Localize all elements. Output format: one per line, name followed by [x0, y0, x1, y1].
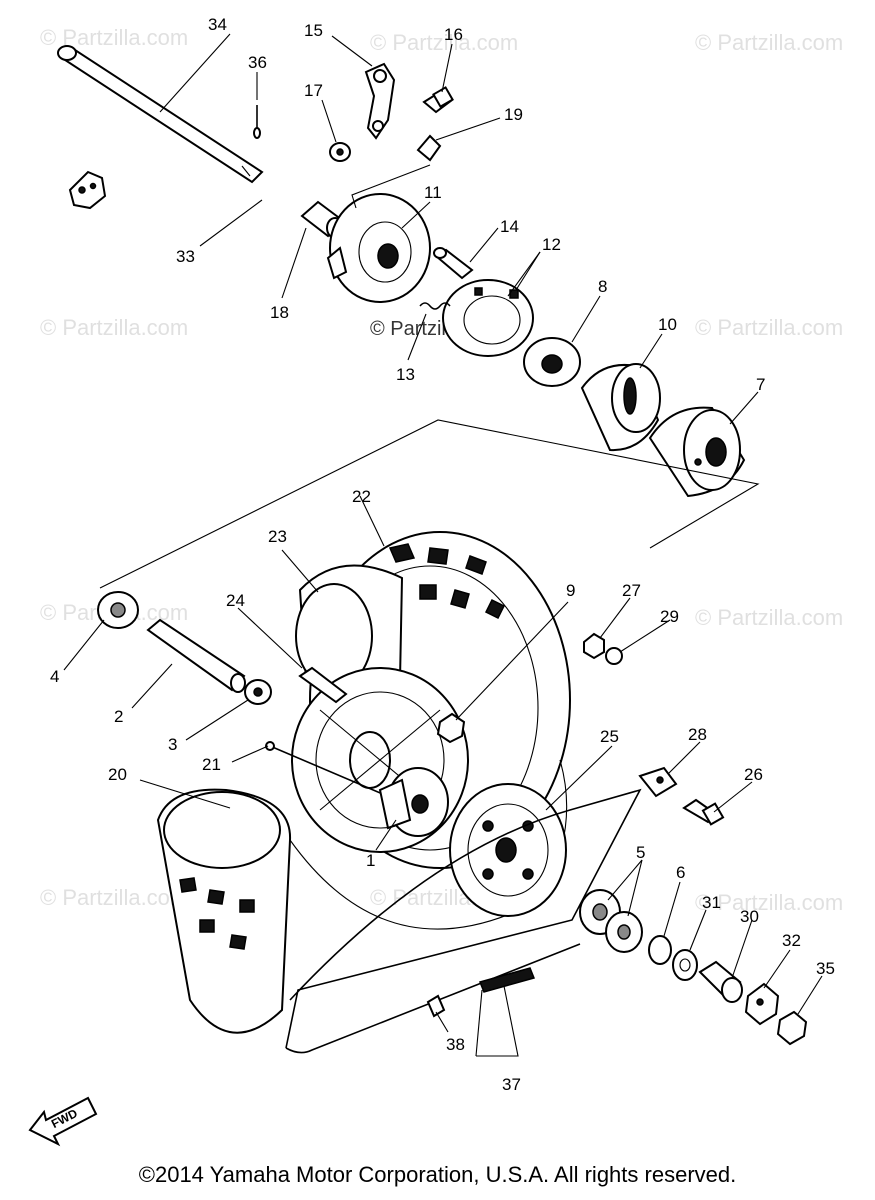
- part-7-hub: [648, 406, 746, 498]
- label-31: 31: [702, 893, 721, 912]
- part-16-bolt: [422, 86, 454, 114]
- copyright-notice: ©2014 Yamaha Motor Corporation, U.S.A. A…: [138, 1162, 737, 1187]
- part-8-seal: [523, 337, 581, 387]
- watermark-12: © Partzilla.com: [695, 890, 843, 915]
- part-25-sprocket: [449, 783, 567, 917]
- label-20: 20: [108, 765, 127, 784]
- label-38: 38: [446, 1035, 465, 1054]
- label-15: 15: [304, 21, 323, 40]
- label-23: 23: [268, 527, 287, 546]
- watermark-9: © Partzilla.com: [695, 605, 843, 630]
- label-34: 34: [208, 15, 227, 34]
- part-labels: 34 36 15 16 17 19 11 33 18 14 12 13 8 10…: [50, 15, 835, 1094]
- label-8: 8: [598, 277, 607, 296]
- label-33: 33: [176, 247, 195, 266]
- label-10: 10: [658, 315, 677, 334]
- label-9: 9: [566, 581, 575, 600]
- part-21-bolt: [265, 741, 393, 799]
- part-6-washer: [648, 935, 672, 965]
- part-19-indicator: [416, 134, 442, 162]
- part-31-seal: [672, 949, 698, 981]
- label-17: 17: [304, 81, 323, 100]
- part-29-washer: [605, 647, 623, 665]
- label-35: 35: [816, 959, 835, 978]
- part-34-axle: [57, 45, 264, 184]
- part-5-bearings: [579, 889, 643, 953]
- part-2-spacer: [146, 618, 246, 693]
- label-3: 3: [168, 735, 177, 754]
- part-38-master-link: [426, 994, 446, 1018]
- watermark-10: © Partzilla.com: [40, 885, 188, 910]
- label-19: 19: [504, 105, 523, 124]
- fwd-arrow-icon: FWD: [28, 1096, 98, 1147]
- label-14: 14: [500, 217, 519, 236]
- part-12-brake-shoes: [442, 279, 534, 357]
- part-10-drum: [580, 363, 661, 452]
- label-37: 37: [502, 1075, 521, 1094]
- label-4: 4: [50, 667, 59, 686]
- part-11-brake-plate: [326, 193, 431, 303]
- part-4-seal: [97, 591, 139, 629]
- label-5: 5: [636, 843, 645, 862]
- part-36-cotter-pin: [253, 105, 261, 139]
- part-28-adjuster: [638, 766, 678, 798]
- part-20-rear-tire: [156, 788, 292, 1034]
- part-24-brake-stay: [298, 666, 348, 704]
- label-13: 13: [396, 365, 415, 384]
- part-32-nut: [744, 982, 780, 1026]
- label-32: 32: [782, 931, 801, 950]
- label-16: 16: [444, 25, 463, 44]
- part-15-cam-lever: [364, 62, 396, 140]
- label-30: 30: [740, 907, 759, 926]
- part-26-bolt: [682, 798, 725, 826]
- label-1: 1: [366, 851, 375, 870]
- part-23-drum-cover: [295, 564, 404, 695]
- part-33-nut: [68, 170, 107, 210]
- label-18: 18: [270, 303, 289, 322]
- part-13-spring: [419, 302, 451, 310]
- label-36: 36: [248, 53, 267, 72]
- leader-lines: [63, 33, 823, 1057]
- label-29: 29: [660, 607, 679, 626]
- part-37-chain: [285, 788, 642, 1054]
- label-26: 26: [744, 765, 763, 784]
- label-12: 12: [542, 235, 561, 254]
- part-17-nut: [329, 142, 351, 162]
- label-21: 21: [202, 755, 221, 774]
- label-24: 24: [226, 591, 245, 610]
- part-9-nut: [436, 712, 466, 744]
- watermark-2: © Partzilla.com: [370, 30, 518, 55]
- part-27-nut: [583, 632, 605, 660]
- label-28: 28: [688, 725, 707, 744]
- label-6: 6: [676, 863, 685, 882]
- label-2: 2: [114, 707, 123, 726]
- part-hub-flange: [378, 767, 449, 837]
- label-22: 22: [352, 487, 371, 506]
- part-14-pin: [433, 247, 474, 280]
- label-27: 27: [622, 581, 641, 600]
- watermark-3: © Partzilla.com: [695, 30, 843, 55]
- label-25: 25: [600, 727, 619, 746]
- watermark-6: © Partzilla.com: [695, 315, 843, 340]
- label-11: 11: [424, 183, 442, 202]
- label-7: 7: [756, 375, 765, 394]
- part-3-bearing: [244, 679, 272, 705]
- watermark-4: © Partzilla.com: [40, 315, 188, 340]
- part-35-cap-nut: [776, 1010, 808, 1046]
- part-30-collar: [698, 960, 743, 1003]
- assembly-reference-lines: [99, 164, 760, 589]
